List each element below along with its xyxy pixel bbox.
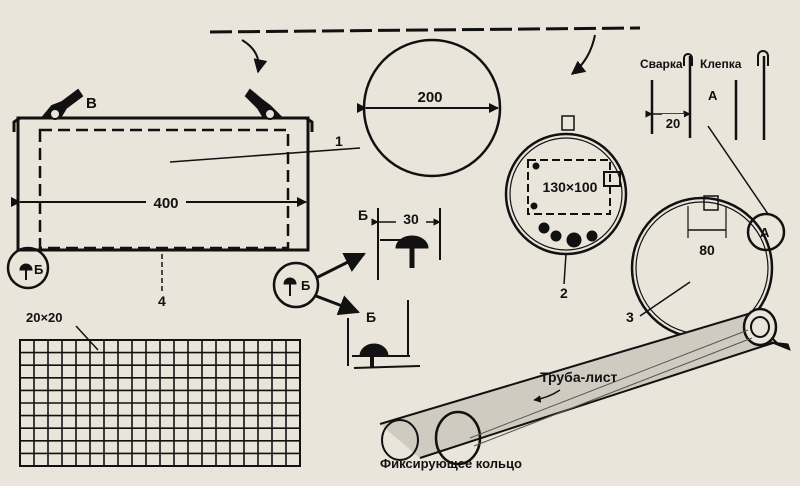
- dim-130x100-label: 130×100: [543, 179, 598, 195]
- mesh-grid: [19, 339, 301, 467]
- tube-sheet-label: Труба-лист: [540, 369, 618, 385]
- letter-v-label: В: [86, 95, 97, 112]
- fixing-ring-label: Фиксирующее кольцо: [380, 456, 522, 471]
- letter-b-detail2: Б: [366, 309, 376, 325]
- dim-400-bg: [146, 192, 186, 212]
- bend-arrow-right: [570, 34, 596, 75]
- letter-b-mid: Б: [301, 278, 310, 293]
- leader-a: [707, 125, 769, 215]
- part-2-label: 2: [560, 285, 568, 301]
- dim-30-label: 30: [403, 211, 419, 227]
- arrow-to-detail1: [315, 252, 366, 280]
- letter-a-circle: А: [760, 225, 770, 240]
- arrow-to-detail2: [315, 294, 360, 316]
- leader-2: [563, 253, 567, 285]
- bend-arrow-left: [241, 39, 268, 74]
- dim-200-label: 200: [417, 89, 442, 106]
- sheet-rectangle: [12, 116, 314, 252]
- dim-80-label: 80: [699, 242, 715, 258]
- dim-30-bg: [396, 210, 426, 226]
- dim-20-label: 20: [666, 116, 680, 131]
- letter-b-left: Б: [34, 262, 43, 277]
- clamp-right: [244, 88, 285, 120]
- detail-b-circle-left: [6, 246, 50, 290]
- circle-200: [357, 38, 502, 178]
- dim-20-bg: [662, 114, 684, 132]
- grid-leader: [75, 325, 99, 351]
- detail-b-lower: [347, 300, 421, 369]
- leader-3: [639, 281, 691, 317]
- top-strip: [209, 26, 641, 34]
- letter-b-detail1: Б: [358, 207, 368, 223]
- tube-roll: [379, 307, 791, 466]
- welding-label: Сварка: [640, 57, 683, 71]
- part-3-label: 3: [626, 309, 634, 325]
- detail-b-circle-mid: [272, 261, 320, 309]
- tube-sheet-arrow: [533, 389, 561, 403]
- detail-b-30: [371, 208, 441, 280]
- part-4-label: 4: [158, 293, 166, 309]
- part-1-label: 1: [335, 133, 343, 149]
- clamp-left: [39, 88, 84, 120]
- riveting-label: Клепка: [700, 57, 742, 71]
- letter-a-detail: А: [708, 88, 718, 103]
- part-2-lid: [504, 115, 628, 256]
- grid-label: 20×20: [26, 310, 63, 325]
- dim-400-label: 400: [153, 195, 178, 212]
- leader-1: [169, 147, 361, 163]
